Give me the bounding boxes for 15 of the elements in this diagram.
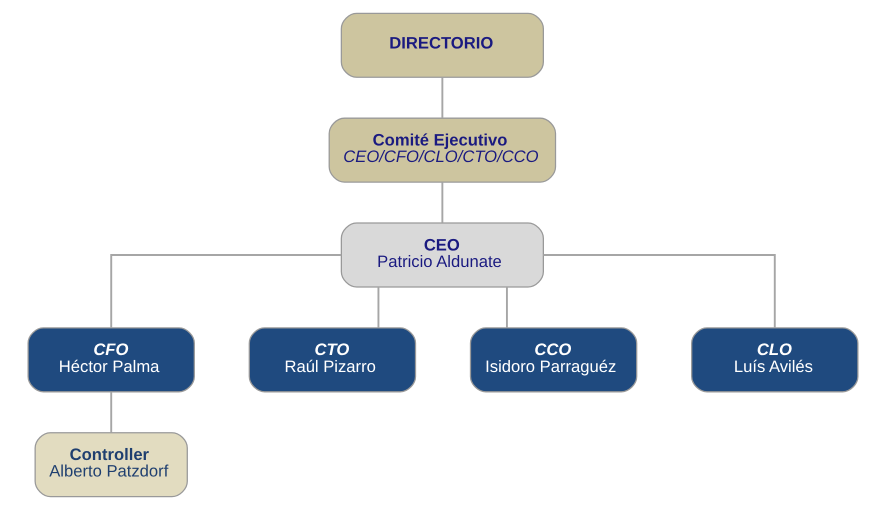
connector: [440, 77, 443, 118]
connector: [376, 287, 379, 328]
connector: [440, 182, 443, 223]
node-box: CEO Patricio Aldunate: [340, 222, 544, 288]
node-box: DIRECTORIO: [340, 12, 544, 78]
node-box: Controller Alberto Patzdorf: [34, 432, 188, 498]
connector: [542, 254, 776, 328]
node-box: CCO Isidoro Parraguéz: [469, 327, 637, 392]
connector: [110, 254, 341, 328]
connector: [505, 287, 508, 328]
connector: [110, 392, 112, 432]
node-box: Comité Ejecutivo CEO/CFO/CLO/CTO/CCO: [328, 118, 556, 183]
node-box: CTO Raúl Pizarro: [248, 327, 416, 392]
node-box: CFO Héctor Palma: [26, 327, 194, 392]
node-box: CLO Luís Avilés: [690, 327, 858, 392]
